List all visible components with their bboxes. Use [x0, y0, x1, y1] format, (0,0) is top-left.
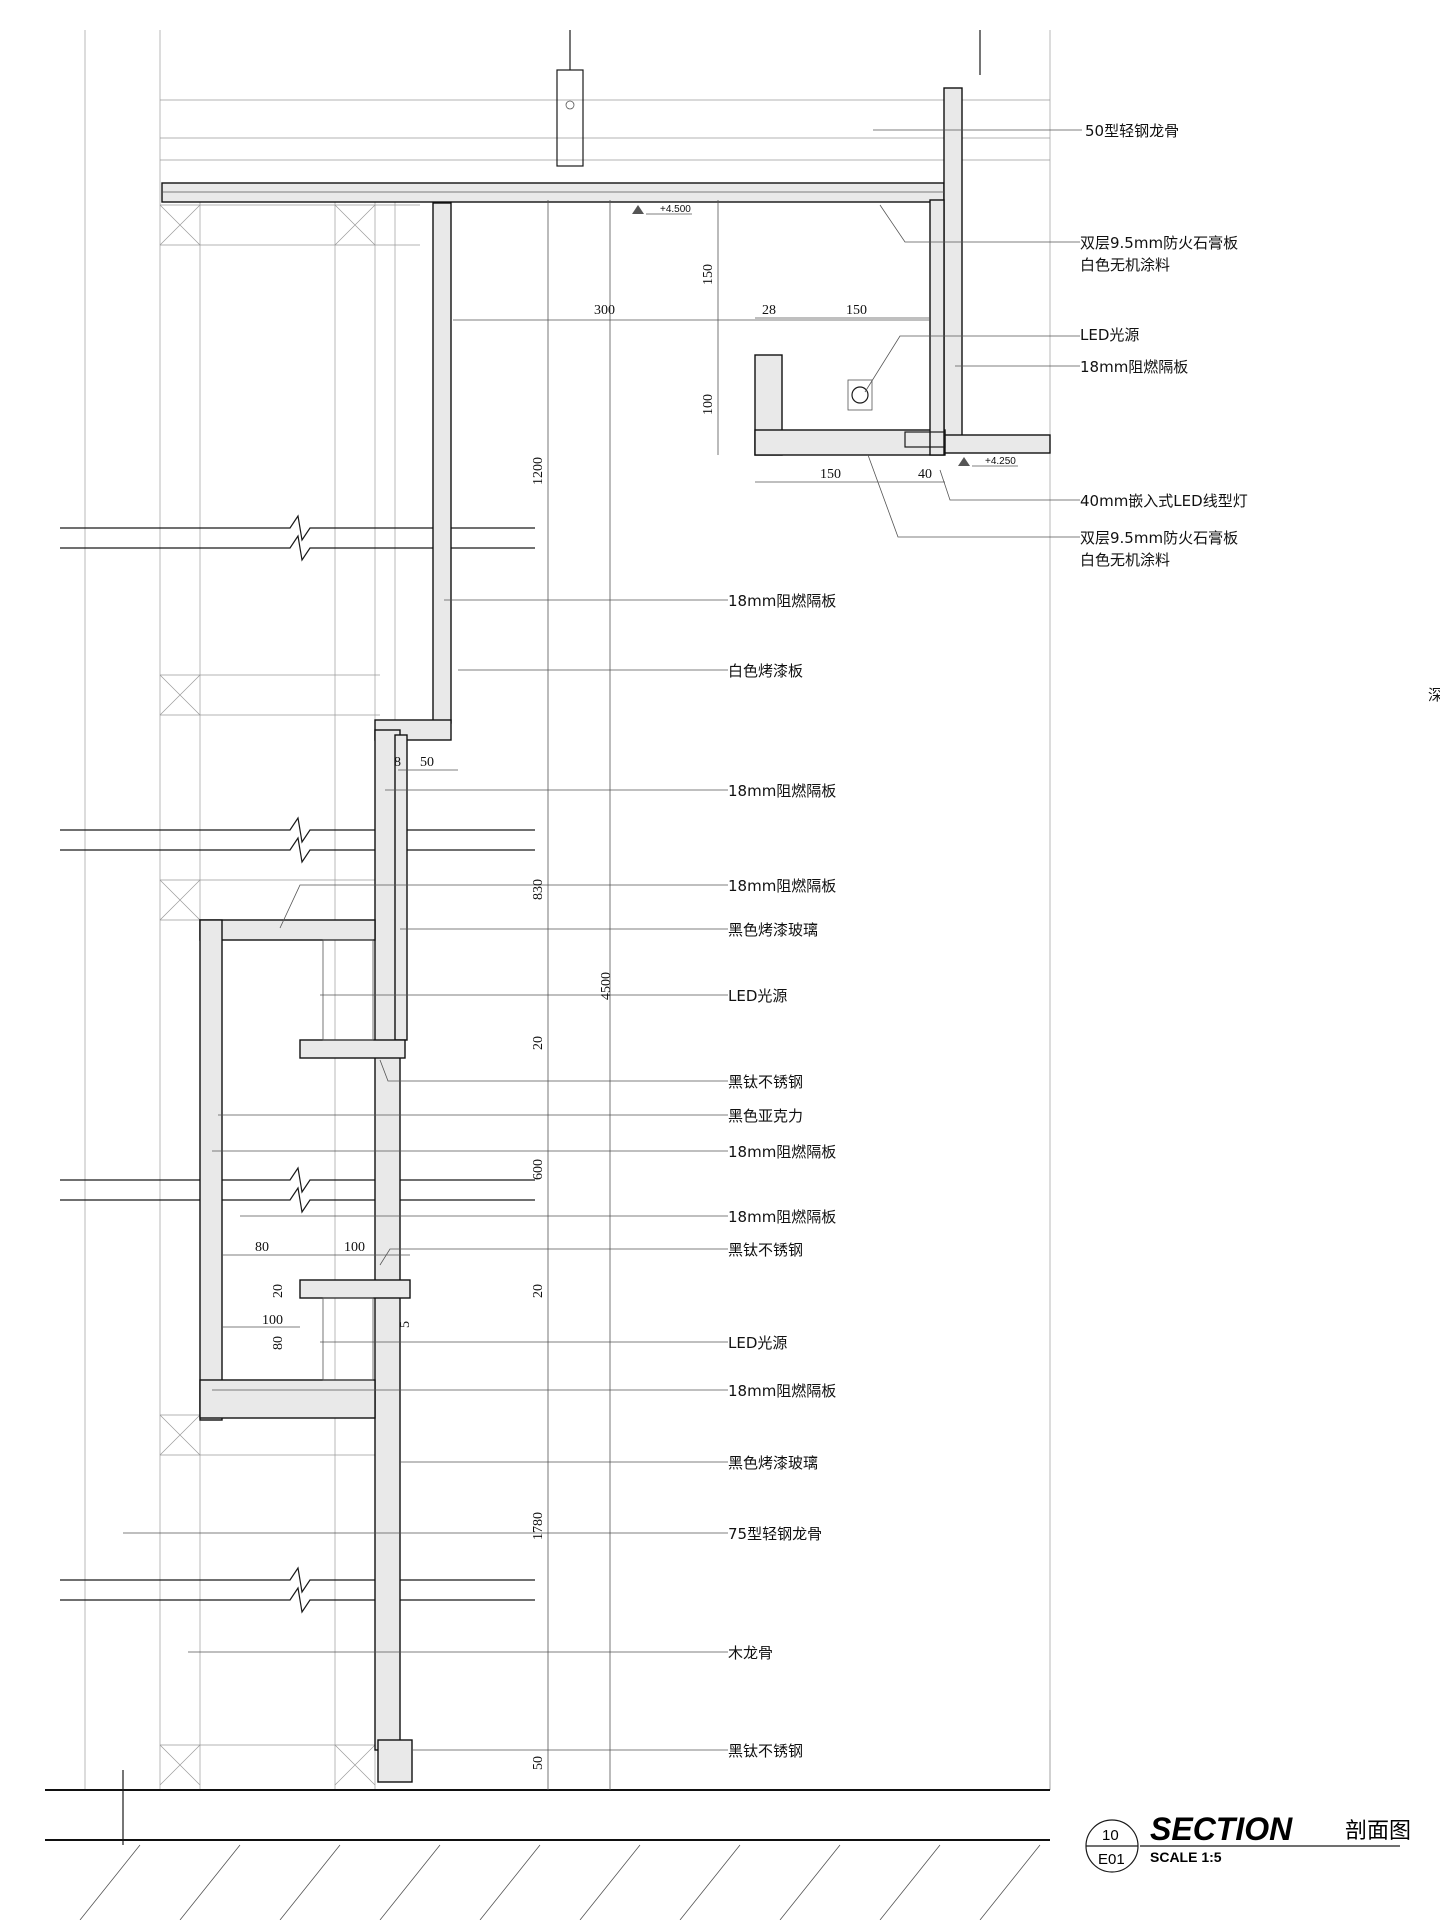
floor	[45, 1770, 1050, 1920]
level-markers: +4.500 +4.250	[632, 204, 1018, 467]
callout-fire-board-6: 18mm阻燃隔板	[728, 1382, 836, 1400]
dim-100-a: 100	[344, 1240, 365, 1255]
title-block: 10 E01 SECTION SCALE 1:5 剖面图	[1085, 1811, 1411, 1873]
title-number: 10	[1102, 1827, 1119, 1844]
callout-light-steel-keel-50: 50型轻钢龙骨	[1085, 122, 1179, 140]
callout-gypsum-board-lower: 双层9.5mm防火石膏板	[1080, 529, 1238, 547]
callout-black-steel-3: 黑钛不锈钢	[728, 1742, 803, 1760]
dim-1780: 1780	[531, 1512, 546, 1540]
cove-pocket	[754, 199, 1051, 456]
callout-black-acrylic: 黑色亚克力	[728, 1107, 803, 1125]
dim-80-a: 80	[255, 1240, 269, 1255]
callout-fire-board-4: 18mm阻燃隔板	[728, 1143, 836, 1161]
dim-50-h: 50	[420, 755, 434, 770]
dim-20-c: 20	[271, 1284, 286, 1298]
callout-black-steel-2: 黑钛不锈钢	[728, 1241, 803, 1259]
dim-150-v: 150	[701, 264, 716, 285]
dim-100-v: 100	[701, 394, 716, 415]
dim-20-a: 20	[531, 1036, 546, 1050]
callout-gypsum-board-top: 双层9.5mm防火石膏板	[1080, 234, 1238, 252]
callout-fire-board-1: 18mm阻燃隔板	[728, 592, 836, 610]
callout-led-source-1: LED光源	[728, 987, 787, 1005]
dim-40: 40	[918, 467, 932, 482]
callout-white-lacquer-board: 白色烤漆板	[728, 662, 803, 680]
title-sheet: E01	[1098, 1851, 1125, 1868]
callout-gypsum-board-lower-finish: 白色无机涂料	[1080, 551, 1170, 569]
callout-black-glass-2: 黑色烤漆玻璃	[728, 1454, 818, 1472]
dim-600: 600	[531, 1159, 546, 1180]
callout-fire-board-3: 18mm阻燃隔板	[728, 877, 836, 895]
dim-150-b: 150	[820, 467, 841, 482]
callout-fire-board-cove: 18mm阻燃隔板	[1080, 358, 1188, 376]
title-scale: SCALE 1:5	[1150, 1849, 1222, 1865]
ceiling-assembly	[161, 30, 981, 439]
callout-black-steel-1: 黑钛不锈钢	[728, 1073, 803, 1091]
callout-light-steel-keel-75: 75型轻钢龙骨	[728, 1525, 822, 1543]
dim-4500: 4500	[599, 972, 614, 1000]
structure-grid	[84, 30, 1051, 1790]
title-chinese: 剖面图	[1345, 1819, 1411, 1844]
dim-830: 830	[531, 879, 546, 900]
callout-recessed-led-strip: 40mm嵌入式LED线型灯	[1080, 492, 1248, 510]
dim-100-b: 100	[262, 1313, 283, 1328]
dim-300: 300	[594, 303, 615, 318]
level-top: +4.500	[660, 204, 691, 215]
level-lower: +4.250	[985, 456, 1016, 467]
callout-black-glass-1: 黑色烤漆玻璃	[728, 921, 818, 939]
title-heading: SECTION	[1150, 1811, 1293, 1847]
callout-wood-keel: 木龙骨	[728, 1644, 773, 1662]
callout-led-source-2: LED光源	[728, 1334, 787, 1352]
dim-5: 5	[398, 1321, 413, 1328]
callout-led-source-cove: LED光源	[1080, 326, 1139, 344]
leader-lines	[123, 129, 1082, 1751]
dim-8: 8	[394, 755, 401, 770]
dim-1200: 1200	[531, 457, 546, 485]
main-wall	[199, 202, 452, 1783]
dim-28: 28	[762, 303, 776, 318]
callout-labels: 50型轻钢龙骨 双层9.5mm防火石膏板 白色无机涂料 LED光源 18mm阻燃…	[728, 122, 1248, 1760]
dim-150-a: 150	[846, 303, 867, 318]
callout-fire-board-5: 18mm阻燃隔板	[728, 1208, 836, 1226]
dim-50-v: 50	[531, 1756, 546, 1770]
callout-fire-board-2: 18mm阻燃隔板	[728, 782, 836, 800]
edge-glyph: 深	[1428, 686, 1440, 704]
dimension-labels: 4500 1200 830 20 600 20 1780 50 300 150 …	[255, 264, 932, 1770]
break-lines	[60, 514, 535, 1614]
callout-gypsum-board-top-finish: 白色无机涂料	[1080, 256, 1170, 274]
dim-80-b: 80	[271, 1336, 286, 1350]
dim-20-b: 20	[531, 1284, 546, 1298]
